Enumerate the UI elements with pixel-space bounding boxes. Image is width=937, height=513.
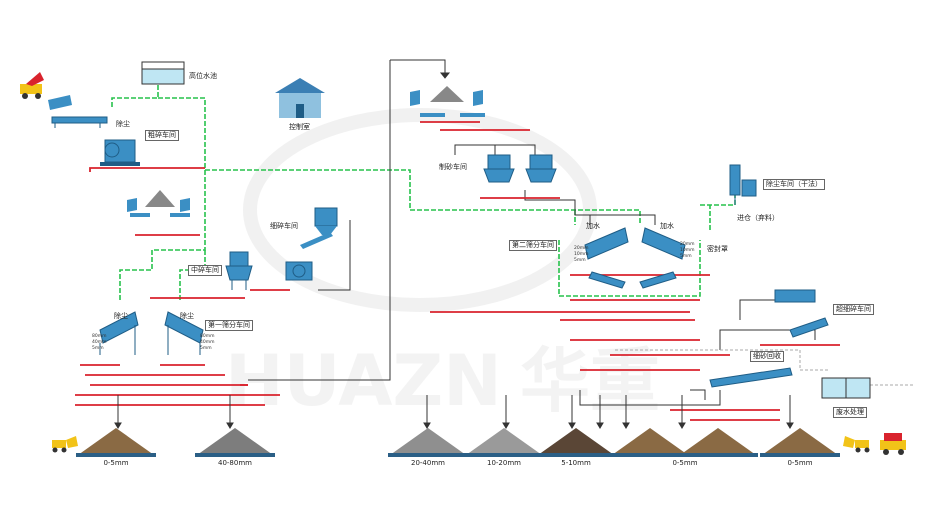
pile-label-2: 20-40mm	[411, 459, 445, 467]
screen-size-right-c: 5mm	[200, 346, 212, 351]
screen-size-s2-right-c: 5mm	[680, 254, 692, 259]
pile-label-4: 5-10mm	[561, 459, 591, 467]
control-room-icon	[275, 78, 325, 118]
dust-collector-icon	[729, 164, 757, 205]
pile-label-6: 0-5mm	[787, 459, 813, 467]
loader-right-icon	[843, 436, 870, 453]
svg-text:HUAZN: HUAZN	[225, 340, 502, 422]
label-primary-crushing: 粗碎车间	[145, 130, 179, 141]
stockpile-base-4	[536, 453, 616, 457]
jaw-crusher-icon	[100, 139, 140, 166]
second-screen-right-icon	[641, 227, 686, 260]
svg-text:华重: 华重	[520, 340, 660, 422]
screen-size-right-b: 40mm	[200, 340, 215, 345]
cone-crusher-icon	[225, 251, 253, 290]
stockpile-base-0	[76, 453, 156, 457]
stockpile-base-7	[760, 453, 840, 457]
pile-label-3: 10-20mm	[487, 459, 521, 467]
drop-arrowhead-5	[596, 422, 604, 429]
label-medium-crushing: 中碎车间	[188, 265, 222, 276]
drop-lines	[114, 395, 794, 429]
dump-truck-icon	[20, 72, 44, 99]
waste-lines	[615, 349, 915, 386]
sand-washers-icon	[588, 271, 677, 289]
stockpile-7	[762, 428, 838, 455]
label-dust-1: 除尘	[116, 120, 130, 128]
stockpile-4	[538, 428, 614, 455]
pile-label-5: 0-5mm	[672, 459, 698, 467]
ultra-fine-crusher-icon	[774, 289, 829, 338]
stockpile-3	[466, 428, 542, 455]
screen-size-s2-right-a: 20mm	[680, 242, 695, 247]
drop-arrowhead-0	[114, 422, 122, 429]
dump-truck-right-icon	[880, 433, 906, 455]
watermark: HUAZN 华重	[225, 108, 660, 422]
stockpiles	[76, 428, 840, 457]
fine-crusher-icon	[285, 207, 338, 281]
label-dust-dry: 除尘车间（干法）	[763, 179, 825, 190]
stockpile-base-3	[464, 453, 544, 457]
label-ultra-fine: 超细碎车间	[833, 304, 874, 315]
drop-arrowhead-6	[622, 422, 630, 429]
label-add-water-left: 加水	[586, 222, 600, 230]
first-screen-right-icon	[164, 311, 204, 355]
stockpile-1	[197, 428, 273, 455]
label-first-screening: 第一筛分车间	[205, 320, 253, 331]
drop-arrowhead-3	[502, 422, 510, 429]
label-fine-sand-recovery: 细砂回收	[750, 351, 784, 362]
stockpile-6	[680, 428, 756, 455]
vibrating-feeder-icon	[48, 95, 108, 128]
label-dust-right: 除尘	[180, 312, 194, 320]
drop-arrowhead-4	[568, 422, 576, 429]
screen-size-left-c: 5mm	[92, 346, 104, 351]
stockpile-base-6	[678, 453, 758, 457]
pile-label-1: 40-80mm	[218, 459, 252, 467]
screen-size-s2-left-c: 5mm	[574, 258, 586, 263]
drop-arrowhead-1	[226, 422, 234, 429]
screen-size-left-a: 80mm	[92, 334, 107, 339]
wastewater-tank-icon	[821, 377, 871, 399]
screen-size-left-b: 40mm	[92, 340, 107, 345]
label-to-silo: 进仓（弃料）	[737, 214, 779, 222]
feed-screen-icon	[410, 86, 485, 117]
label-dust-left: 除尘	[114, 312, 128, 320]
fine-sand-recovery-icon	[709, 367, 793, 388]
label-second-screening: 第二筛分车间	[509, 240, 557, 251]
first-screen-left-icon	[99, 311, 139, 355]
stockpile-0	[78, 428, 154, 455]
sand-making-crushers-icon	[483, 154, 557, 183]
loader-left-icon	[52, 436, 78, 453]
stockpile-2	[390, 428, 466, 455]
vibrating-screen-icon	[127, 190, 190, 217]
equipment	[20, 61, 906, 455]
stockpile-5	[612, 428, 688, 455]
drop-arrowhead-2	[423, 422, 431, 429]
label-high-water-tank: 高位水池	[189, 72, 217, 80]
stockpile-base-1	[195, 453, 275, 457]
pile-label-0: 0-5mm	[103, 459, 129, 467]
screen-size-s2-left-a: 20mm	[574, 246, 589, 251]
screen-size-s2-right-b: 10mm	[680, 248, 695, 253]
screen-size-right-a: 80mm	[200, 334, 215, 339]
screen-size-s2-left-b: 10mm	[574, 252, 589, 257]
label-sand-making: 制砂车间	[439, 163, 467, 171]
label-sealed-cover: 密封罩	[707, 245, 728, 253]
high-water-tank-icon	[141, 61, 185, 85]
second-screen-left-icon	[584, 227, 629, 260]
stockpile-base-2	[388, 453, 468, 457]
label-fine-crushing: 细碎车间	[270, 222, 298, 230]
drop-arrowhead-7	[678, 422, 686, 429]
flow-line-0	[89, 167, 205, 172]
stockpile-base-5	[610, 453, 690, 457]
material-flow-lines	[75, 121, 840, 421]
label-wastewater: 废水处理	[833, 407, 867, 418]
label-add-water-right: 加水	[660, 222, 674, 230]
label-control-room: 控制室	[289, 123, 310, 131]
drop-arrowhead-8	[786, 422, 794, 429]
